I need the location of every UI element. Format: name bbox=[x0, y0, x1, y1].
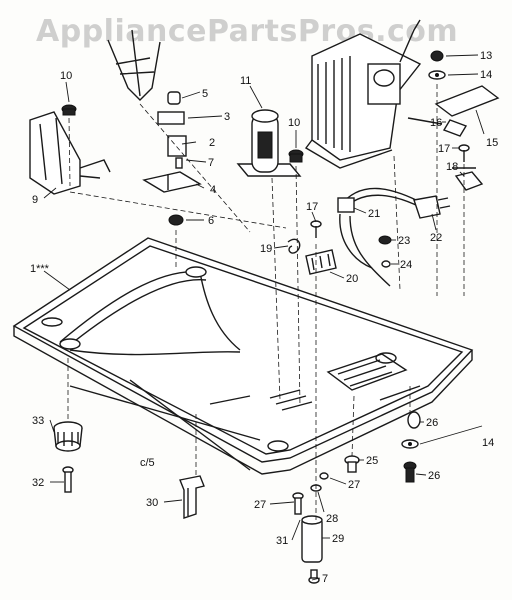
note-c5: c/5 bbox=[140, 457, 155, 469]
nut-10-left bbox=[61, 104, 77, 116]
screw-17-right bbox=[458, 144, 470, 162]
callout-30: 30 bbox=[146, 497, 158, 509]
callout-14-upper: 14 bbox=[480, 69, 492, 81]
callout-23: 23 bbox=[398, 235, 410, 247]
right-hardware bbox=[407, 50, 500, 191]
power-cord bbox=[305, 187, 451, 287]
callout-16: 16 bbox=[430, 117, 442, 129]
callout-26-upper: 26 bbox=[426, 417, 438, 429]
assembly-lines bbox=[67, 84, 465, 520]
callout-18: 18 bbox=[446, 161, 458, 173]
callout-33: 33 bbox=[32, 415, 44, 427]
callout-9: 9 bbox=[32, 194, 38, 206]
callout-5: 5 bbox=[202, 88, 208, 100]
callout-1: 1*** bbox=[30, 263, 50, 275]
callout-22: 22 bbox=[430, 232, 442, 244]
callout-17-right: 17 bbox=[438, 143, 450, 155]
lower-hardware bbox=[292, 411, 421, 584]
callout-10-left: 10 bbox=[60, 70, 72, 82]
leader-lines bbox=[43, 54, 485, 581]
callout-7-upper: 7 bbox=[208, 157, 214, 169]
capacitor-11 bbox=[236, 109, 302, 177]
callout-32: 32 bbox=[32, 477, 44, 489]
callout-7-lower: 7 bbox=[322, 573, 328, 585]
screw-17-mid bbox=[310, 220, 322, 238]
base-pan bbox=[12, 237, 474, 475]
nut-10-right bbox=[288, 149, 304, 163]
callout-11: 11 bbox=[240, 75, 251, 87]
callout-27-left: 27 bbox=[254, 499, 266, 511]
callout-3: 3 bbox=[224, 111, 230, 123]
callout-27-right: 27 bbox=[348, 479, 360, 491]
bracket-30 bbox=[179, 475, 205, 519]
nut-23 bbox=[378, 235, 392, 245]
callout-17-mid: 17 bbox=[306, 201, 318, 213]
callout-19: 19 bbox=[260, 243, 272, 255]
callout-29: 29 bbox=[332, 533, 344, 545]
callout-15: 15 bbox=[486, 137, 498, 149]
callout-4: 4 bbox=[210, 184, 216, 196]
transformer bbox=[304, 19, 422, 169]
callout-20: 20 bbox=[346, 273, 358, 285]
callout-31: 31 bbox=[276, 535, 288, 547]
callout-24: 24 bbox=[400, 259, 412, 271]
callout-28: 28 bbox=[326, 513, 338, 525]
callout-14-lower: 14 bbox=[482, 437, 494, 449]
callout-6: 6 bbox=[208, 215, 214, 227]
callout-2: 2 bbox=[209, 137, 215, 149]
switch-assembly bbox=[107, 29, 202, 226]
callout-10-right: 10 bbox=[288, 117, 300, 129]
callout-25: 25 bbox=[366, 455, 378, 467]
watermark: AppliancePartsPros.com bbox=[36, 14, 459, 49]
callout-21: 21 bbox=[368, 208, 380, 220]
callout-13: 13 bbox=[480, 50, 492, 62]
foot-33 bbox=[53, 421, 83, 452]
callout-26-lower: 26 bbox=[428, 470, 440, 482]
clip-19 bbox=[287, 238, 301, 254]
screw-32 bbox=[62, 466, 74, 493]
screw-24 bbox=[381, 260, 391, 268]
callout-labels: 1*** 2 3 4 5 6 7 7 9 10 10 11 13 14 14 1… bbox=[30, 50, 498, 585]
bracket-9 bbox=[29, 111, 111, 195]
